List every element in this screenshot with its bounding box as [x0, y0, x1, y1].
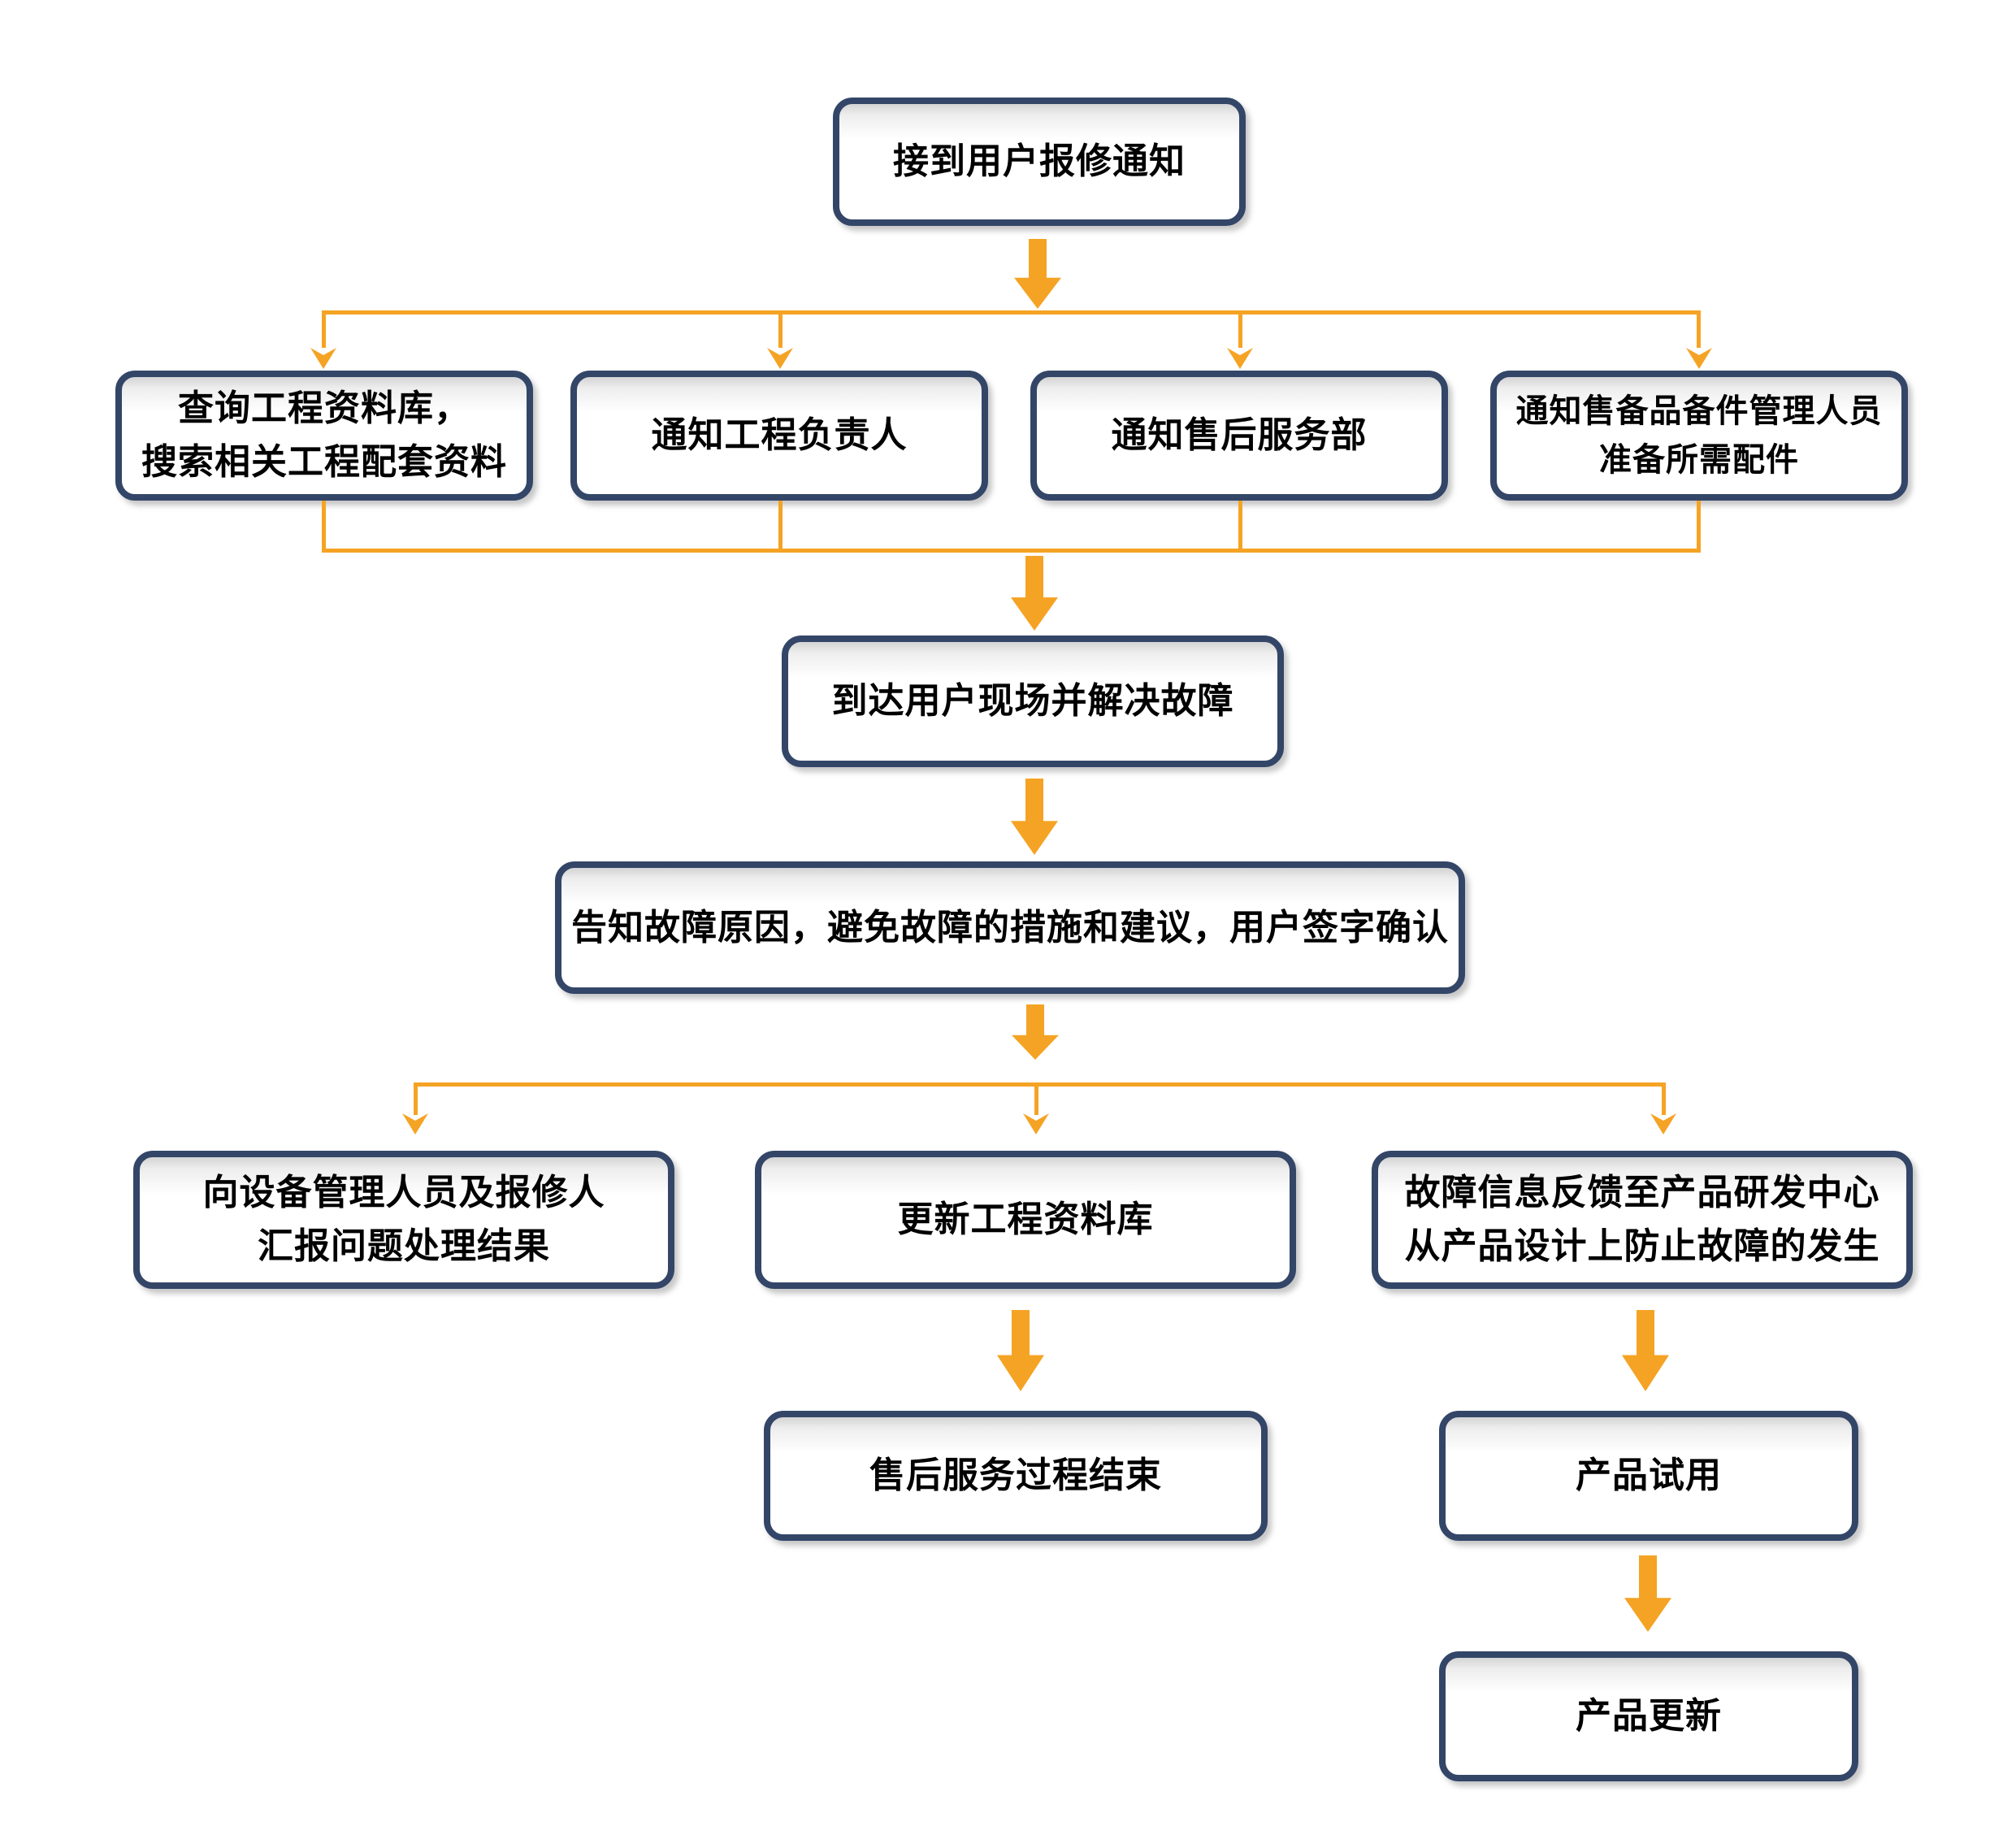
report-result-node: 向设备管理人员及报修人 汇报问题处理结果 [133, 1151, 674, 1289]
arrowhead-icon [1686, 348, 1712, 369]
feedback-rd-node: 故障信息反馈至产品研发中心 从产品设计上防止故障的发生 [1372, 1151, 1913, 1289]
start-node: 接到用户报修通知 [833, 98, 1246, 226]
down-arrow-icon [1624, 1555, 1671, 1632]
split-line-2 [415, 1082, 1663, 1087]
arrowhead-icon [1023, 1113, 1049, 1134]
service-end-node: 售后服务过程结束 [764, 1411, 1268, 1541]
down-arrow-icon [1012, 1004, 1059, 1060]
arrowhead-icon [1650, 1113, 1676, 1134]
inform-user-node: 告知故障原因，避免故障的措施和建议，用户签字确认 [555, 861, 1465, 994]
down-arrow-icon [1011, 556, 1058, 631]
down-arrow-icon [1014, 239, 1061, 309]
drop-line-3 [1238, 310, 1242, 348]
update-archive-node: 更新工程资料库 [755, 1151, 1296, 1289]
arrowhead-icon [402, 1113, 428, 1134]
arrowhead-icon [1227, 348, 1253, 369]
down-arrow-icon [1011, 779, 1058, 855]
drop-line-5 [414, 1082, 418, 1115]
drop-line-4 [1697, 310, 1701, 348]
notify-aftersales-node: 通知售后服务部 [1030, 371, 1448, 501]
split-line-1 [323, 310, 1699, 315]
product-trial-node: 产品试用 [1439, 1411, 1858, 1541]
merge-stub-1 [322, 501, 326, 553]
product-update-node: 产品更新 [1439, 1651, 1858, 1781]
merge-line [323, 549, 1699, 553]
down-arrow-icon [997, 1310, 1044, 1391]
drop-line-7 [1662, 1082, 1666, 1115]
notify-spares-node: 通知售备品备件管理人员 准备所需配件 [1490, 371, 1908, 501]
merge-stub-4 [1697, 501, 1701, 553]
merge-stub-2 [778, 501, 783, 553]
merge-stub-3 [1238, 501, 1242, 553]
drop-line-1 [322, 310, 326, 348]
drop-line-2 [778, 310, 783, 348]
arrive-site-node: 到达用户现场并解决故障 [782, 636, 1284, 767]
arrowhead-icon [310, 348, 336, 369]
query-archive-node: 查询工程资料库， 搜索相关工程配套资料 [115, 371, 533, 501]
arrowhead-icon [767, 348, 793, 369]
down-arrow-icon [1622, 1310, 1669, 1391]
notify-engineer-node: 通知工程负责人 [570, 371, 988, 501]
drop-line-6 [1034, 1082, 1038, 1115]
